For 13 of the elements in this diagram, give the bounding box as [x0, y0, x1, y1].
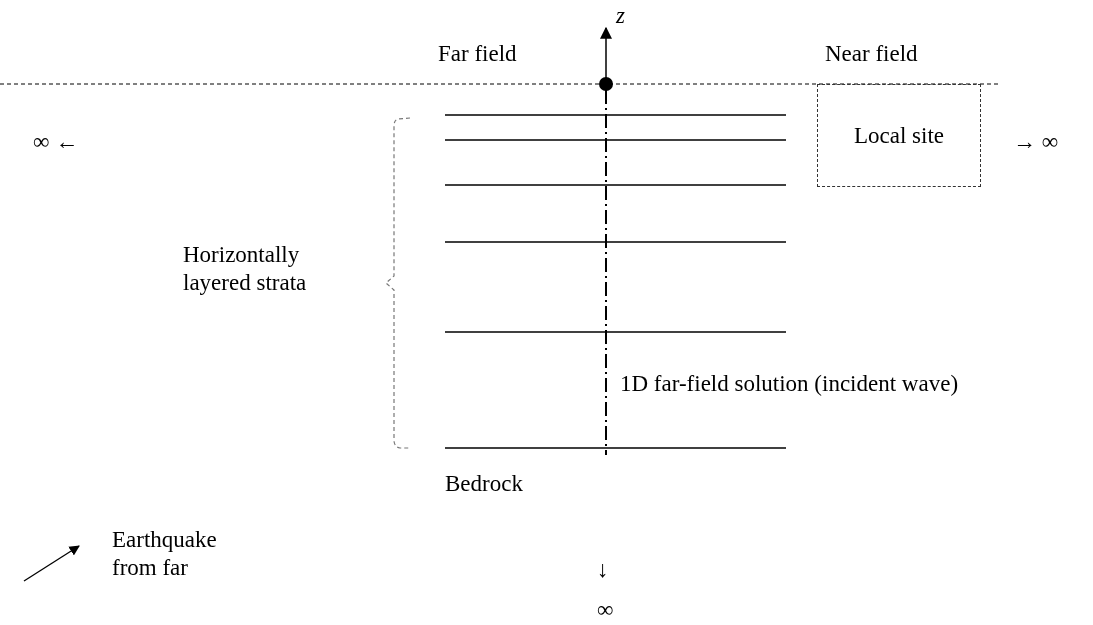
- infinity-label: ∞ ←: [33, 128, 79, 156]
- region-label: Far field: [438, 40, 517, 68]
- region-label: Near field: [825, 40, 918, 68]
- arrow-glyph: ↓: [597, 556, 609, 584]
- local-site-box: [817, 84, 981, 187]
- axis-label: z: [616, 2, 625, 30]
- bedrock-label: Bedrock: [445, 470, 523, 498]
- earthquake-label: Earthquake from far: [112, 526, 218, 582]
- annotation-label: 1D far-field solution (incident wave): [620, 370, 959, 398]
- infinity-label: → ∞: [1013, 128, 1059, 156]
- strata-label: Horizontally layered strata: [183, 241, 308, 297]
- node-label: Local site: [853, 122, 944, 149]
- infinity-label: ∞: [597, 596, 614, 624]
